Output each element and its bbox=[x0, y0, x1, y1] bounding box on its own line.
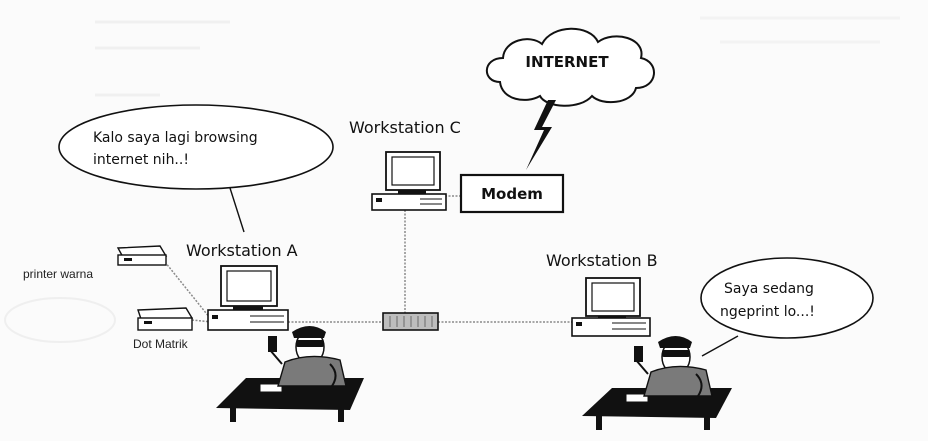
workstation-b: Workstation B bbox=[546, 251, 658, 337]
person-icon bbox=[268, 326, 347, 387]
hub-ports bbox=[389, 316, 433, 327]
phone-icon bbox=[634, 346, 643, 362]
modem-label: Modem bbox=[481, 185, 543, 203]
bubble-a-line2: internet nih..! bbox=[93, 152, 189, 168]
color-printer: printer warna bbox=[23, 245, 168, 281]
scan-bleed-through bbox=[4, 16, 900, 343]
dot-matrix-printer: Dot Matrik bbox=[133, 307, 194, 351]
modem-box bbox=[459, 173, 565, 214]
paper-icon bbox=[625, 393, 649, 403]
bubble-b-pointer bbox=[701, 335, 739, 357]
paper-icon bbox=[259, 383, 283, 393]
cable-color-printer bbox=[164, 261, 211, 319]
person-icon bbox=[634, 336, 713, 397]
bubble-b-line1: Saya sedang bbox=[724, 281, 814, 297]
printer-icon bbox=[116, 245, 168, 266]
bubble-a-outline bbox=[58, 104, 334, 190]
network-cables bbox=[164, 195, 572, 323]
phone-icon bbox=[268, 336, 277, 352]
cloud-label: INTERNET bbox=[525, 53, 609, 71]
dot-matrix-label: Dot Matrik bbox=[133, 337, 189, 351]
bubble-a-line1: Kalo saya lagi browsing bbox=[93, 130, 258, 146]
workstation-a-label: Workstation A bbox=[186, 241, 298, 260]
color-printer-label: printer warna bbox=[23, 267, 93, 281]
speech-bubble-a: Kalo saya lagi browsing internet nih..! bbox=[58, 104, 334, 233]
person-at-desk-b bbox=[582, 336, 732, 430]
bubble-a-pointer bbox=[229, 187, 245, 233]
workstation-c: Workstation C bbox=[349, 118, 461, 211]
bubble-b-outline bbox=[700, 257, 874, 339]
workstation-a: Workstation A bbox=[186, 241, 298, 331]
lightning-bolt-icon bbox=[526, 100, 556, 170]
workstation-c-label: Workstation C bbox=[349, 118, 461, 137]
bubble-b-line2: ngeprint lo...! bbox=[720, 304, 815, 320]
computer-icon bbox=[371, 151, 447, 211]
computer-icon bbox=[207, 265, 289, 331]
printer-icon bbox=[137, 307, 194, 331]
internet-cloud: INTERNET bbox=[485, 27, 655, 107]
speech-bubble-b: Saya sedang ngeprint lo...! bbox=[700, 257, 874, 357]
modem: Modem bbox=[459, 173, 565, 214]
person-at-desk-a bbox=[216, 326, 364, 422]
computer-icon bbox=[571, 277, 651, 337]
workstation-b-label: Workstation B bbox=[546, 251, 658, 270]
